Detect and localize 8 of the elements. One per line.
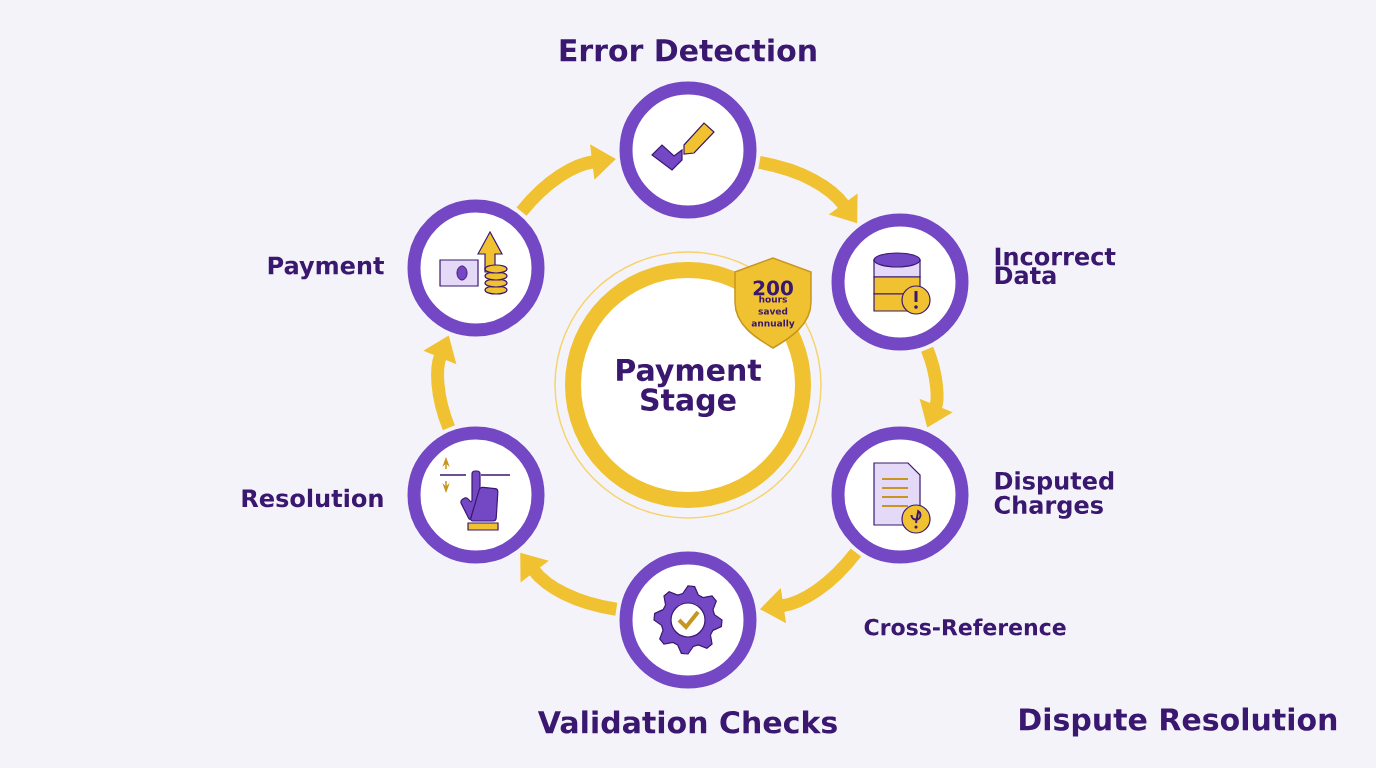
step-label: Payment: [268, 256, 384, 280]
step-label: Resolution: [242, 488, 383, 508]
free-label: Cross-Reference: [864, 618, 1066, 636]
free-label: Dispute Resolution: [1020, 707, 1337, 737]
step-label: Validation Checks: [537, 710, 837, 734]
step-label: Incorrect Data: [995, 247, 1116, 285]
step-label: Disputed Charges: [994, 471, 1114, 519]
step-label: Error Detection: [560, 38, 816, 62]
